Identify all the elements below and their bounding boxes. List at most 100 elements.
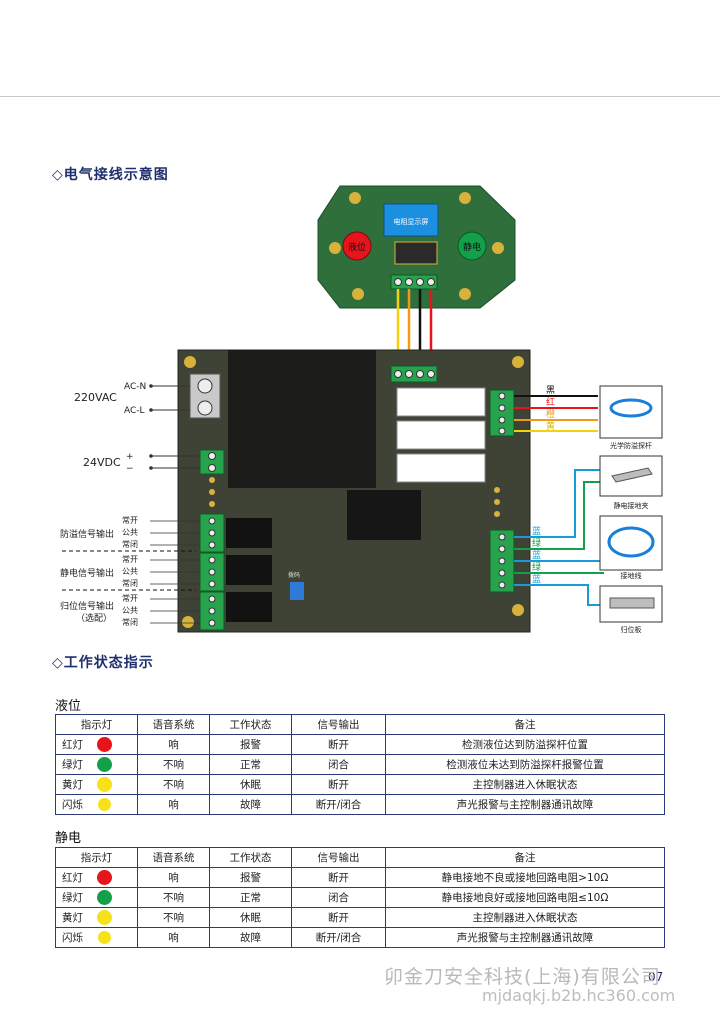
reset-blue-wire: [514, 584, 604, 606]
lamp-name: 闪烁: [62, 799, 83, 811]
yellow-lamp-icon: [97, 777, 112, 792]
buzzer: [394, 241, 438, 265]
probe-label: 光学防溢探杆: [610, 441, 652, 450]
wiring-diagram: 电阻显示屏 液位 静电 拨码 AC-N AC-L 220VAC: [60, 185, 663, 634]
dip-label: 拨码: [288, 571, 300, 579]
note-cell: 主控制器进入休眠状态: [385, 774, 665, 795]
note-cell: 检测液位达到防溢探杆位置: [385, 734, 665, 755]
mount-hole: [352, 288, 364, 300]
header-voice: 语音系统: [137, 847, 210, 868]
mount-hole: [492, 242, 504, 254]
overflow-com: 公共: [122, 528, 138, 537]
voice-cell: 不响: [137, 774, 210, 795]
signal-cell: 断开: [291, 774, 386, 795]
ac-l-label: AC-L: [124, 406, 145, 416]
reset-output-note: （选配）: [76, 612, 112, 624]
note-cell: 检测液位未达到防溢探杆报警位置: [385, 754, 665, 775]
header-note: 备注: [385, 714, 665, 735]
controller-chip: [347, 490, 421, 540]
header-state: 工作状态: [209, 714, 292, 735]
wire-blue-label: 蓝: [532, 525, 541, 537]
header-lamp: 指示灯: [55, 714, 138, 735]
static-indicator-lamp: [457, 231, 487, 261]
static-group-title: 静电: [55, 831, 82, 846]
mount-hole: [459, 192, 471, 204]
wire-green-label: 绿: [532, 561, 541, 573]
relay-slot: [396, 420, 486, 450]
voice-cell: 响: [137, 794, 210, 815]
static-status-table: 指示灯 语音系统 工作状态 信号输出 备注 红灯 响 报警 断开 静电接地不良或…: [55, 847, 665, 948]
static-no: 常开: [122, 555, 138, 564]
green-lamp-icon: [97, 890, 112, 905]
note-cell: 主控制器进入休眠状态: [385, 907, 665, 928]
clamp-green-wire: [514, 481, 604, 550]
transformer-area: [228, 350, 376, 488]
clamp-label: 静电接地夹: [614, 501, 649, 510]
dc-minus: −: [126, 464, 134, 474]
relay: [226, 555, 272, 585]
static-output-label: 静电信号输出: [60, 567, 114, 579]
table-header-row: 指示灯 语音系统 工作状态 信号输出 备注: [55, 714, 665, 735]
probe-image: [609, 398, 653, 418]
signal-cell: 断开: [291, 734, 386, 755]
wire-blue-label: 蓝: [532, 549, 541, 561]
ground-wire-image: [607, 526, 655, 558]
lamp-name: 黄灯: [62, 912, 83, 924]
table-row: 黄灯 不响 休眠 断开 主控制器进入休眠状态: [55, 907, 665, 928]
reset-plate-label: 归位板: [621, 625, 642, 634]
level-group-title: 液位: [55, 699, 82, 714]
lamp-name: 红灯: [62, 872, 83, 884]
table-row: 绿灯 不响 正常 闭合 静电接地良好或接地回路电阻≤10Ω: [55, 887, 665, 908]
board-display-terminal: [390, 365, 438, 383]
header-signal: 信号输出: [291, 847, 386, 868]
voice-cell: 响: [137, 734, 210, 755]
top-divider: [0, 96, 720, 97]
lamp-name: 闪烁: [62, 932, 83, 944]
static-com: 公共: [122, 567, 138, 576]
signal-cell: 闭合: [291, 887, 386, 908]
header-note: 备注: [385, 847, 665, 868]
power-24-label: 24VDC: [83, 456, 121, 469]
note-cell: 静电接地不良或接地回路电阻>10Ω: [385, 867, 665, 888]
lamp-name: 红灯: [62, 739, 83, 751]
note-cell: 声光报警与主控制器通讯故障: [385, 927, 665, 948]
relay: [226, 592, 272, 622]
wire-orange-label: 橙: [546, 408, 555, 420]
watermark-url: mjdaqkj.b2b.hc360.com: [482, 986, 676, 1005]
green-lamp-icon: [97, 757, 112, 772]
header-voice: 语音系统: [137, 714, 210, 735]
yellow-lamp-icon: [97, 910, 112, 925]
header-lamp: 指示灯: [55, 847, 138, 868]
lamp-name: 绿灯: [62, 759, 83, 771]
wire-black-label: 黑: [546, 385, 555, 396]
level-indicator-lamp: [342, 231, 372, 261]
overflow-output-label: 防溢信号输出: [60, 528, 114, 540]
voice-cell: 不响: [137, 887, 210, 908]
reset-plate-image: [609, 597, 655, 609]
red-lamp-icon: [97, 870, 112, 885]
wiring-section-title: ◇电气接线示意图: [52, 167, 169, 183]
table-header-row: 指示灯 语音系统 工作状态 信号输出 备注: [55, 847, 665, 868]
mount-hole: [329, 242, 341, 254]
signal-cell: 闭合: [291, 754, 386, 775]
clamp-box: [599, 455, 663, 497]
reset-no: 常开: [122, 594, 138, 603]
note-cell: 声光报警与主控制器通讯故障: [385, 794, 665, 815]
mount-hole: [349, 192, 361, 204]
signal-cell: 断开/闭合: [291, 794, 386, 815]
probe-box: [599, 385, 663, 439]
display-terminal-block: [390, 274, 438, 290]
table-row: 闪烁 响 故障 断开/闭合 声光报警与主控制器通讯故障: [55, 794, 665, 815]
signal-cell: 断开: [291, 867, 386, 888]
dc-plus: +: [126, 452, 134, 462]
watermark-company: 卯金刀安全科技(上海)有限公司: [384, 966, 661, 988]
status-section-title: ◇工作状态指示: [52, 655, 154, 671]
power-220-label: 220VAC: [74, 391, 117, 404]
reset-nc: 常闭: [122, 618, 138, 627]
wire-blue-label: 蓝: [532, 573, 541, 585]
note-cell: 静电接地良好或接地回路电阻≤10Ω: [385, 887, 665, 908]
wire-red-label: 红: [546, 396, 555, 408]
clamp-blue-wire: [514, 469, 604, 538]
flashing-lamp-icon: [98, 798, 111, 811]
reset-output-label: 归位信号输出: [60, 600, 114, 612]
